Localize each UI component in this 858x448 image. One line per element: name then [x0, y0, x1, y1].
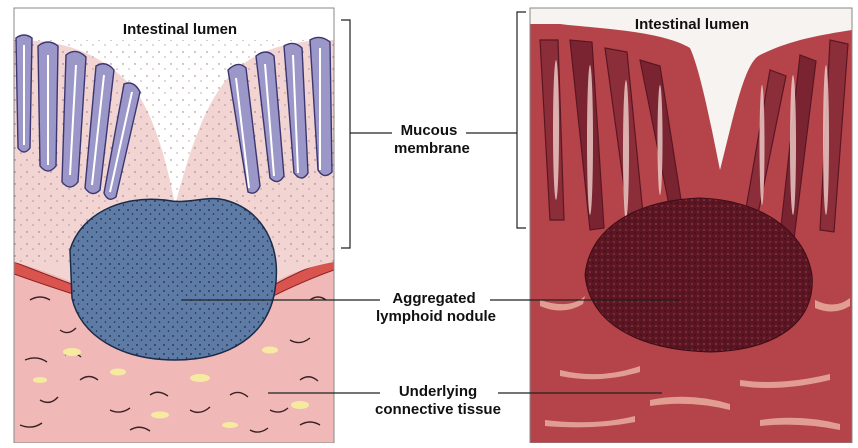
mucous-membrane-bracket-right — [466, 12, 526, 228]
label-mucous-membrane: Mucous membrane — [394, 122, 464, 158]
label-connective-line1: Underlying — [372, 383, 504, 401]
label-nodule-line1: Aggregated — [376, 290, 492, 308]
label-mucous-line2: membrane — [394, 140, 464, 158]
mucous-membrane-bracket-left — [341, 20, 392, 248]
label-aggregated-lymphoid-nodule: Aggregated lymphoid nodule — [376, 290, 492, 326]
label-underlying-connective-tissue: Underlying connective tissue — [372, 383, 504, 419]
drawing-panel: Intestinal lumen — [14, 8, 334, 443]
label-mucous-line1: Mucous — [394, 122, 464, 140]
micrograph-panel-title: Intestinal lumen — [635, 16, 749, 33]
label-nodule-line2: lymphoid nodule — [376, 308, 492, 326]
label-connective-line2: connective tissue — [372, 401, 504, 419]
micrograph-panel: Intestinal lumen — [530, 8, 852, 443]
drawing-panel-title: Intestinal lumen — [123, 21, 237, 38]
